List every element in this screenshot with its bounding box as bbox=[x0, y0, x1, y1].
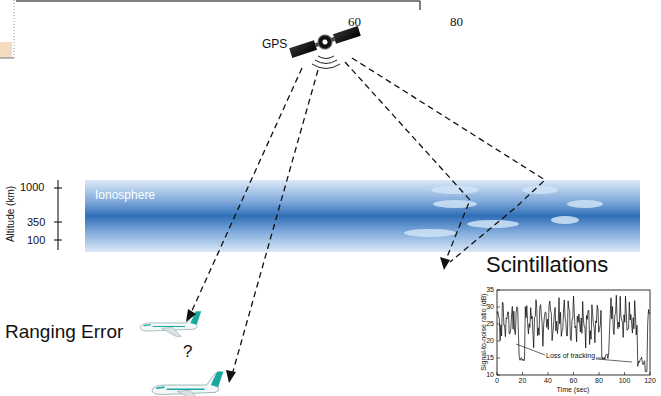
axis-title: Altitude (km) bbox=[5, 186, 16, 242]
tick-value: 30 bbox=[486, 303, 494, 311]
axis-value: 60 bbox=[348, 15, 361, 29]
callout: Loss of tracking bbox=[545, 352, 596, 360]
snr-trace bbox=[497, 295, 650, 371]
altitude-value: 350 bbox=[27, 216, 45, 228]
axis-value: 80 bbox=[450, 15, 463, 29]
tick-value: 80 bbox=[595, 377, 603, 385]
question-mark: ? bbox=[183, 343, 192, 362]
plot-ticks bbox=[497, 290, 650, 375]
tick-value: 40 bbox=[544, 377, 552, 385]
effect-label: Scintillations bbox=[486, 253, 608, 277]
leader-lines bbox=[516, 344, 632, 362]
region-name: Ionosphere bbox=[95, 188, 155, 202]
grid-line bbox=[14, 0, 15, 60]
axis-title: Time (sec) bbox=[557, 386, 590, 394]
tick-value: 60 bbox=[570, 377, 578, 385]
ionosphere-band: Ionosphere bbox=[85, 180, 640, 252]
axis-title: Signal-to-noise ratio (dB) bbox=[480, 293, 488, 370]
tick-value: 100 bbox=[619, 377, 631, 385]
tick-value: 120 bbox=[644, 377, 656, 385]
irregularities bbox=[85, 180, 640, 252]
tick-value: 10 bbox=[486, 371, 494, 379]
altitude-value: 1000 bbox=[20, 181, 44, 193]
satellite-name: GPS bbox=[262, 38, 287, 51]
gps-satellite bbox=[289, 24, 362, 60]
altitude-axis bbox=[54, 180, 62, 250]
tick-value: 25 bbox=[486, 320, 494, 328]
signal-waves bbox=[312, 56, 340, 69]
airplanes bbox=[140, 311, 223, 396]
effect-label: Ranging Error bbox=[5, 322, 123, 343]
tick-value: 0 bbox=[495, 377, 499, 385]
chart-frame bbox=[420, 1, 421, 10]
tick-value: 20 bbox=[519, 377, 527, 385]
altitude-value: 100 bbox=[27, 234, 45, 246]
chart-frame bbox=[0, 58, 14, 59]
tick-value: 15 bbox=[486, 354, 494, 362]
plot-frame bbox=[497, 290, 650, 375]
chart-frame bbox=[16, 1, 420, 2]
tick-value: 35 bbox=[486, 286, 494, 294]
tick-value: 20 bbox=[486, 337, 494, 345]
chart-fragment bbox=[0, 42, 12, 58]
